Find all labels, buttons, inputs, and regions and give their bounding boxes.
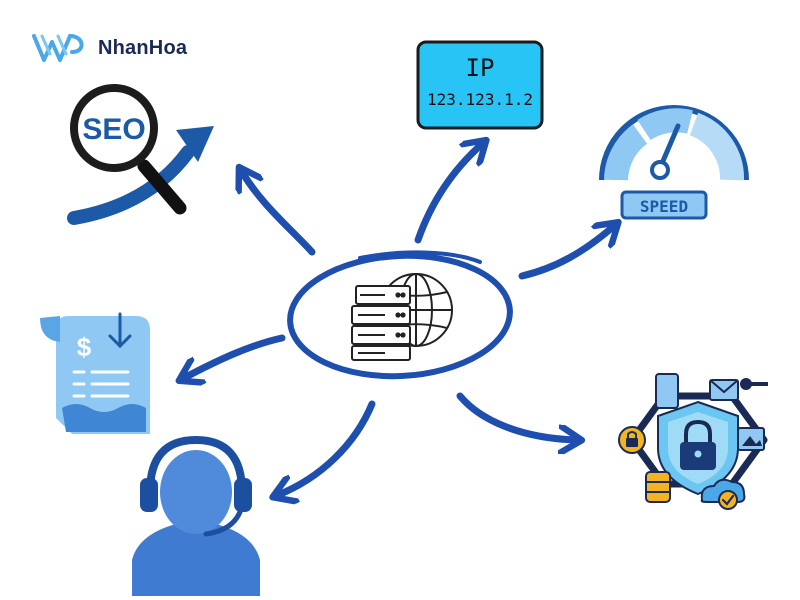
invoice-wave	[62, 404, 146, 432]
security-image-file	[737, 427, 765, 451]
invoice-dollar-icon: $	[40, 312, 150, 434]
growth-arrow-head	[176, 126, 214, 162]
headset-band	[146, 435, 246, 493]
gauge-fill-high	[689, 112, 744, 181]
magnifier-handle	[137, 159, 187, 215]
gauge-hub	[650, 160, 670, 180]
arrow-to-support	[278, 400, 376, 495]
invoice-download-arrow	[108, 312, 132, 349]
headset-left-cup	[140, 478, 158, 512]
connector-arrows	[184, 144, 614, 495]
center-hub	[287, 250, 513, 380]
security-check-badge	[718, 490, 738, 510]
security-shield-lock-icon	[618, 373, 768, 510]
brand-name: NhanHoa	[98, 36, 188, 59]
security-mail-flap	[709, 379, 739, 394]
gauge-fill-low	[604, 124, 648, 181]
ip-address: 123.123.1.2	[427, 90, 533, 109]
magnifier-lens	[70, 84, 158, 172]
security-phone	[655, 373, 679, 409]
support-head	[160, 450, 232, 534]
speedometer-icon: SPEED	[599, 105, 749, 220]
gauge-track	[599, 105, 749, 181]
arrow-to-billing	[184, 334, 286, 378]
headset-support-icon	[132, 435, 260, 596]
center-ring	[287, 252, 513, 380]
arrow-to-seo	[242, 172, 316, 256]
security-padlock-badge	[618, 426, 646, 454]
brand-logo: NhanHoa	[32, 30, 187, 66]
seo-magnifier-icon: SEO	[67, 84, 214, 225]
ip-title: IP	[466, 54, 495, 82]
arrow-to-ip	[414, 144, 482, 244]
security-database	[645, 471, 671, 503]
ip-card	[416, 40, 544, 130]
speed-label: SPEED	[640, 197, 688, 216]
server-globe-icon	[351, 273, 453, 361]
growth-arrow	[67, 145, 195, 225]
seo-label: SEO	[82, 113, 145, 146]
ip-address-card-icon: IP 123.123.1.2	[416, 40, 544, 130]
invoice-lines	[72, 370, 130, 398]
gauge-fill-mid	[637, 108, 693, 141]
arrow-to-security	[456, 392, 576, 440]
center-ring-overlap	[358, 250, 482, 264]
speed-plate	[620, 190, 708, 220]
arrow-to-speed	[518, 226, 614, 280]
nhanhoa-logo-icon	[32, 34, 84, 62]
invoice-roll	[40, 316, 60, 342]
security-keyhole	[694, 450, 702, 458]
invoice-dollar-sign: $	[77, 332, 92, 362]
headset-right-cup	[234, 478, 252, 512]
security-lock-shackle	[684, 419, 712, 444]
headset-mic	[203, 503, 245, 537]
support-body	[132, 520, 260, 596]
security-key	[740, 378, 768, 390]
